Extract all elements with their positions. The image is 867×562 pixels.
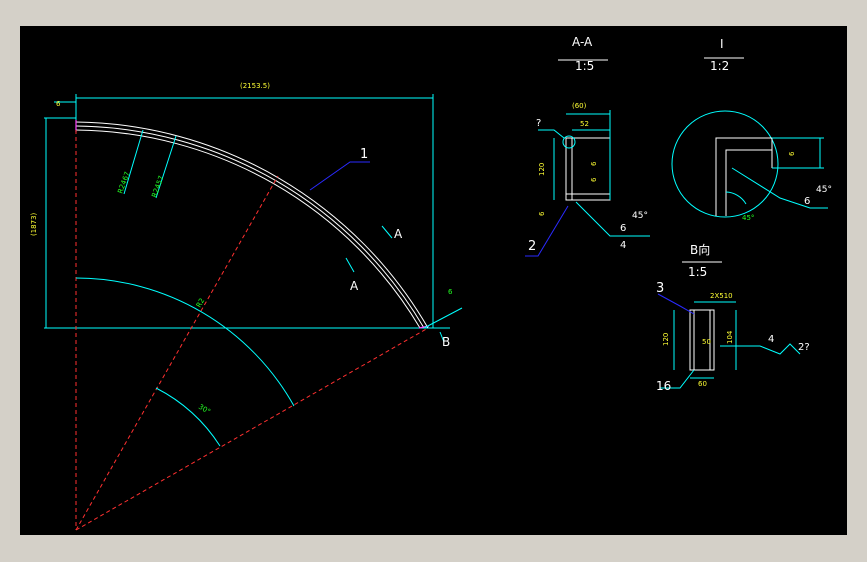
view-b-scale: 1:5 xyxy=(688,265,707,279)
dim-arc-radius xyxy=(75,277,295,407)
detail-circle-i xyxy=(562,135,576,149)
weld-note-b: 2? xyxy=(798,342,810,353)
dim-text-b-bottom: 60 xyxy=(698,380,707,388)
centerline-end xyxy=(75,327,429,531)
view-b-profile xyxy=(689,309,715,371)
weld-angle-aa: 45° xyxy=(632,211,648,221)
weld-angle-i: 45° xyxy=(816,185,832,195)
detail-i-outer-edge xyxy=(715,137,772,216)
dim-text-aa-height: 120 xyxy=(538,163,546,176)
dim-text-aa-bottom-left: 6 xyxy=(538,211,546,216)
dim-radius-inner xyxy=(155,135,177,199)
detail-i-scale: 1:2 xyxy=(710,59,729,73)
detail-i-inner-edge xyxy=(725,149,772,216)
part-label-3: 3 xyxy=(656,281,664,296)
dim-end-line xyxy=(423,307,463,329)
view-mark-b: B xyxy=(442,335,450,349)
dim-text-aa-inner-2: 6 xyxy=(590,177,598,182)
leader-detail-mark xyxy=(538,129,565,139)
cad-drawing-svg[interactable]: (2153.5) 6 (1873) R2467 R2457 R2 30° 6 1… xyxy=(20,26,847,535)
dim-text-top-overall: (2153.5) xyxy=(240,82,270,90)
dim-radius-outer xyxy=(123,129,144,195)
section-aa: A-A 1:5 (60) 52 120 6 6 6 ? 2 6 4 45° xyxy=(525,35,650,257)
detail-i-title: I xyxy=(720,37,724,51)
section-mark-lower: A xyxy=(350,279,359,293)
dim-text-radius-center: R2 xyxy=(195,297,207,309)
dim-text-b-left: 120 xyxy=(662,333,670,346)
detail-mark: ? xyxy=(536,118,541,129)
dim-text-aa-inner-1: 6 xyxy=(590,161,598,166)
leader-part-3 xyxy=(657,293,695,315)
part-label-16: 16 xyxy=(656,379,671,393)
section-arrow-upper xyxy=(381,225,393,239)
section-aa-title: A-A xyxy=(572,35,593,49)
view-b: B向 1:5 2X510 120 50 104 60 3 16 4 2? xyxy=(656,242,810,393)
leader-weld-aa xyxy=(575,201,650,237)
dim-text-b-right: 104 xyxy=(726,330,734,344)
view-b-title: B向 xyxy=(690,242,710,257)
dim-text-b-top: 2X510 xyxy=(710,292,733,300)
dim-text-left-height: (1873) xyxy=(30,212,38,236)
dim-text-angle: 30° xyxy=(197,403,212,416)
part-label-2: 2 xyxy=(528,239,536,254)
dim-text-radius-inner: R2457 xyxy=(150,175,165,199)
dim-arc-angle xyxy=(155,387,221,447)
angle-text-i-bottom: 45° xyxy=(742,214,754,222)
dim-text-end: 6 xyxy=(448,288,453,296)
leader-weld-i xyxy=(731,167,828,209)
section-arrow-lower xyxy=(345,257,355,273)
section-aa-scale: 1:5 xyxy=(575,59,594,73)
weld-size-b: 4 xyxy=(620,240,626,251)
dim-text-radius-outer: R2467 xyxy=(116,171,131,195)
weld-size-a: 6 xyxy=(620,223,626,234)
detail-i-circle xyxy=(671,110,779,218)
leader-part-2 xyxy=(525,205,569,257)
dim-text-aa-top-bracket: (60) xyxy=(572,102,587,110)
view-arrow-b xyxy=(439,331,445,343)
beam-arc-inner xyxy=(75,129,421,329)
dim-text-b-inner: 50 xyxy=(702,338,711,346)
dim-text-i-right: 6 xyxy=(788,151,796,156)
dim-text-top-left: 6 xyxy=(56,100,61,108)
weld-symbol-b xyxy=(720,343,801,355)
leader-part-16 xyxy=(660,369,695,389)
detail-i: I 1:2 6 45° 6 45° xyxy=(671,37,832,222)
weld-size-b: 4 xyxy=(768,334,774,345)
beam-arc-outer xyxy=(75,121,429,329)
leader-part-1 xyxy=(309,161,370,191)
part-label-1: 1 xyxy=(360,147,368,162)
centerline-radial xyxy=(75,175,279,531)
cad-drawing-viewport[interactable]: (2153.5) 6 (1873) R2467 R2457 R2 30° 6 1… xyxy=(20,26,847,535)
dim-i-angle xyxy=(725,191,747,205)
section-mark-upper: A xyxy=(394,227,403,241)
dim-text-aa-top: 52 xyxy=(580,120,589,128)
weld-size-i: 6 xyxy=(804,196,810,207)
main-view: (2153.5) 6 (1873) R2467 R2457 R2 30° 6 1… xyxy=(30,82,463,531)
beam-arc-middle xyxy=(75,125,425,329)
